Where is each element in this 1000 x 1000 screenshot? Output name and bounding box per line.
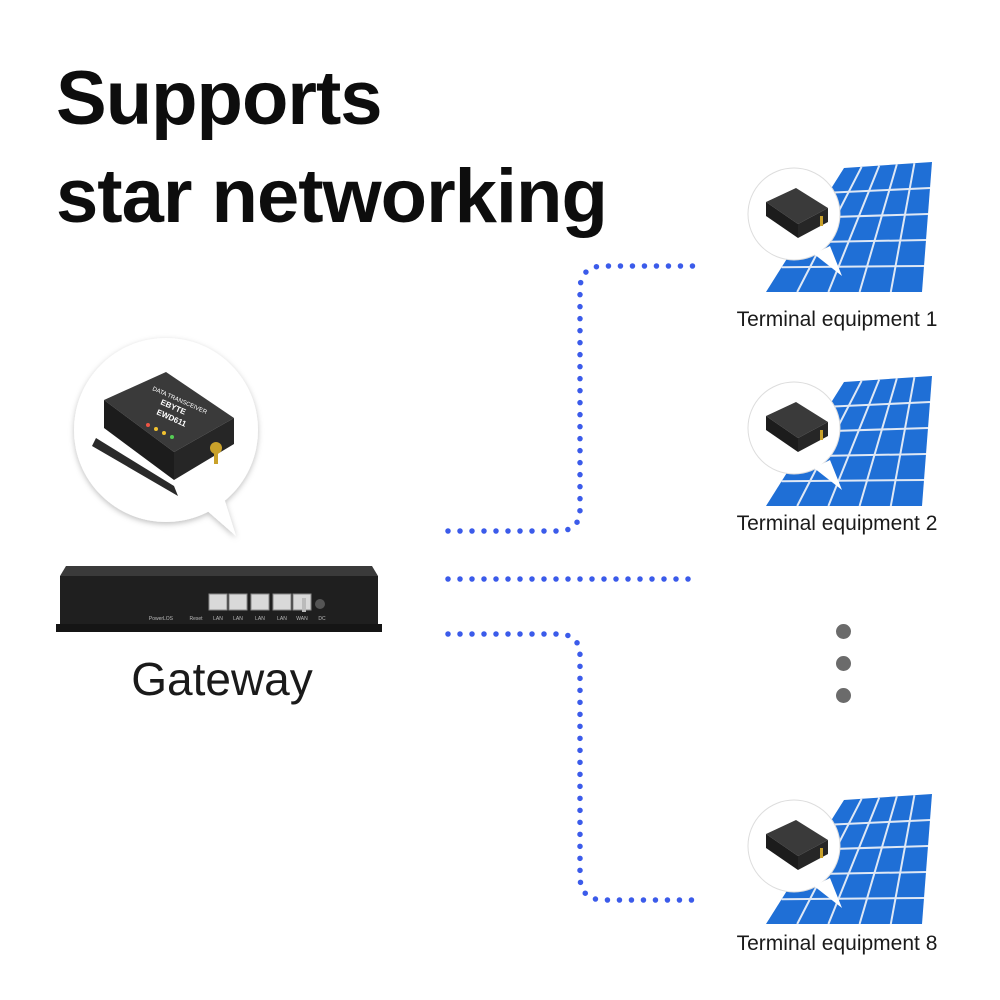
lan-port: [272, 593, 292, 611]
terminal-3-unit: [747, 794, 932, 925]
title-line-2: star networking: [56, 154, 608, 239]
terminal-label: Terminal equipment 8: [736, 932, 938, 955]
solar-panel-icon: [766, 376, 932, 507]
port-label: LAN: [233, 616, 243, 622]
port-label: LAN: [255, 616, 265, 622]
ellipsis-dot: [836, 656, 851, 671]
page-title: Supports star networking: [56, 50, 608, 246]
transceiver-module-icon: [766, 188, 828, 238]
port-label: LAN: [213, 616, 223, 622]
lan-port: [208, 593, 228, 611]
transceiver-module-icon: [766, 820, 828, 870]
terminal-label: Terminal equipment 2: [736, 512, 938, 535]
terminal-2-unit: [747, 376, 932, 507]
terminal-1-unit: [747, 162, 932, 293]
port-label: WAN: [296, 616, 308, 622]
more-terminals-ellipsis: [836, 624, 852, 720]
gateway-label: Gateway: [131, 653, 313, 705]
gateway-module-callout: DATA TRANSCEIVER EBYTE EWD611: [74, 338, 258, 536]
port-label: Power: [149, 616, 164, 622]
lan-port: [228, 593, 248, 611]
transceiver-module-icon: [766, 402, 828, 452]
transceiver-module-icon: DATA TRANSCEIVER EBYTE EWD611: [92, 372, 234, 496]
title-line-1: Supports: [56, 56, 383, 141]
port-label: Reset: [189, 616, 203, 622]
link-terminal-1: [445, 263, 699, 534]
ellipsis-dot: [836, 624, 851, 639]
terminal-label: Terminal equipment 1: [736, 308, 938, 331]
ellipsis-dot: [836, 688, 851, 703]
link-terminal-8: [445, 631, 699, 903]
port-label: DC: [318, 616, 326, 622]
port-label: LOS: [163, 616, 174, 622]
port-label: LAN: [277, 616, 287, 622]
lan-port: [250, 593, 270, 611]
